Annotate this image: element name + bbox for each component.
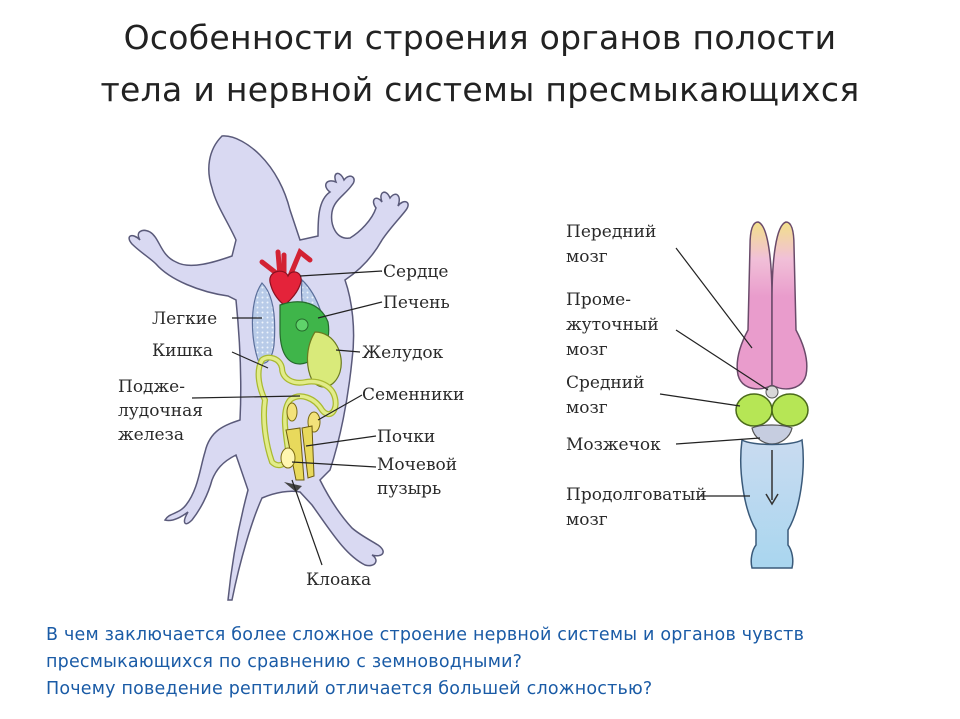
lizard-leader-lines	[191, 270, 383, 566]
heart	[269, 270, 302, 306]
label-heart: Сердце	[383, 262, 448, 282]
urinary-bladder	[280, 447, 296, 469]
label-medulla-1: Продолговатый	[566, 485, 707, 505]
label-midbrain-1: Средний	[566, 373, 644, 393]
brain-leader-lines	[659, 247, 769, 497]
cerebellum	[751, 424, 793, 445]
label-lungs: Легкие	[152, 309, 217, 329]
label-diencephalon-2: жуточный	[566, 315, 659, 335]
title-line-1: Особенности строения органов полости	[123, 18, 837, 57]
forebrain-right	[771, 221, 808, 390]
page-title: Особенности строения органов полости тел…	[0, 12, 960, 116]
left-lung	[251, 282, 276, 364]
label-testes: Семенники	[362, 385, 464, 405]
label-forebrain-2: мозг	[566, 247, 608, 267]
label-bladder-1: Мочевой	[377, 455, 457, 475]
label-pancreas-3: железа	[118, 425, 184, 445]
forebrain-left	[736, 221, 773, 390]
lizard-body	[128, 135, 409, 601]
question-line-1: В чем заключается более сложное строение…	[46, 625, 805, 645]
question-line-3: Почему поведение рептилий отличается бол…	[46, 679, 653, 699]
label-pancreas-2: лудочная	[118, 401, 203, 421]
question-line-2: пресмыкающихся по сравнению с земноводны…	[46, 652, 523, 672]
label-bladder-2: пузырь	[377, 479, 441, 499]
label-intestine: Кишка	[152, 341, 213, 361]
label-medulla-2: мозг	[566, 510, 608, 530]
midbrain-right	[771, 393, 809, 427]
cloaca-shape	[284, 482, 302, 492]
label-midbrain-2: мозг	[566, 398, 608, 418]
lizard-figure: Сердце Печень Легкие Желудок Кишка Подже…	[118, 135, 464, 601]
testis-left	[286, 402, 298, 422]
label-stomach: Желудок	[362, 343, 444, 363]
title-line-2: тела и нервной системы пресмыкающихся	[100, 70, 860, 109]
label-diencephalon-3: мозг	[566, 340, 608, 360]
label-cerebellum: Мозжечок	[566, 435, 661, 455]
diencephalon	[765, 385, 779, 399]
label-pancreas-1: Подже-	[118, 377, 185, 397]
label-forebrain-1: Передний	[566, 222, 656, 242]
question-block: В чем заключается более сложное строение…	[46, 622, 926, 703]
label-diencephalon-1: Проме-	[566, 290, 631, 310]
brain-figure: Передний мозг Проме- жуточный мозг Средн…	[566, 221, 809, 569]
label-cloaca: Клоака	[306, 570, 371, 590]
midbrain-left	[735, 393, 773, 427]
label-liver: Печень	[383, 293, 450, 313]
label-kidneys: Почки	[377, 427, 435, 447]
